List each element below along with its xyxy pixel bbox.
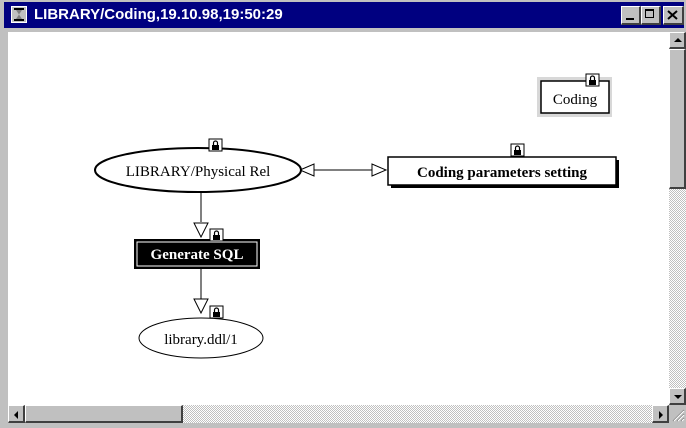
connector-generate-library <box>193 269 209 315</box>
horizontal-scroll-thumb[interactable] <box>25 405 183 423</box>
minimize-button[interactable] <box>621 6 641 25</box>
generate-sql-node[interactable]: Generate SQL <box>134 239 260 269</box>
resize-grip-icon <box>672 409 685 422</box>
scroll-up-button[interactable] <box>669 32 686 49</box>
library-ddl-label: library.ddl/1 <box>164 332 238 348</box>
coding-label: Coding <box>553 92 598 108</box>
lock-icon <box>208 138 223 152</box>
maximize-button[interactable] <box>641 6 661 25</box>
minimize-icon <box>626 18 634 20</box>
scroll-down-button[interactable] <box>669 388 686 405</box>
arrow-right-icon <box>659 411 663 419</box>
lock-icon <box>209 305 224 319</box>
arrow-up-icon <box>674 38 682 42</box>
scroll-left-button[interactable] <box>8 405 25 423</box>
coding-params-label: Coding parameters setting <box>417 165 587 181</box>
size-grip[interactable] <box>669 405 686 423</box>
connector-physical-coding <box>298 163 388 177</box>
generate-sql-label: Generate SQL <box>151 247 244 263</box>
coding-node[interactable]: Coding <box>537 77 612 117</box>
close-icon <box>667 10 678 20</box>
coding-params-node[interactable]: Coding parameters setting <box>387 156 619 188</box>
maximize-icon <box>645 9 654 18</box>
horizontal-scrollbar[interactable] <box>8 405 669 423</box>
vertical-scroll-thumb[interactable] <box>669 49 686 189</box>
arrow-left-icon <box>14 411 18 419</box>
close-button[interactable] <box>663 6 684 25</box>
app-icon[interactable] <box>11 6 27 23</box>
physical-rel-node[interactable]: LIBRARY/Physical Rel <box>94 147 302 193</box>
physical-rel-label: LIBRARY/Physical Rel <box>126 164 271 180</box>
diagram-canvas[interactable]: Coding LIBRARY/Physical Rel Coding param… <box>8 32 669 405</box>
window-title: LIBRARY/Coding,19.10.98,19:50:29 <box>34 6 283 23</box>
lock-icon <box>209 228 224 242</box>
lock-icon <box>510 143 525 157</box>
arrow-down-icon <box>674 395 682 399</box>
scroll-right-button[interactable] <box>652 405 669 423</box>
connector-physical-generate <box>193 192 209 239</box>
lock-icon <box>585 73 600 87</box>
library-ddl-node[interactable]: library.ddl/1 <box>138 317 264 359</box>
title-bar[interactable]: LIBRARY/Coding,19.10.98,19:50:29 <box>4 2 684 28</box>
vertical-scrollbar[interactable] <box>669 32 686 405</box>
